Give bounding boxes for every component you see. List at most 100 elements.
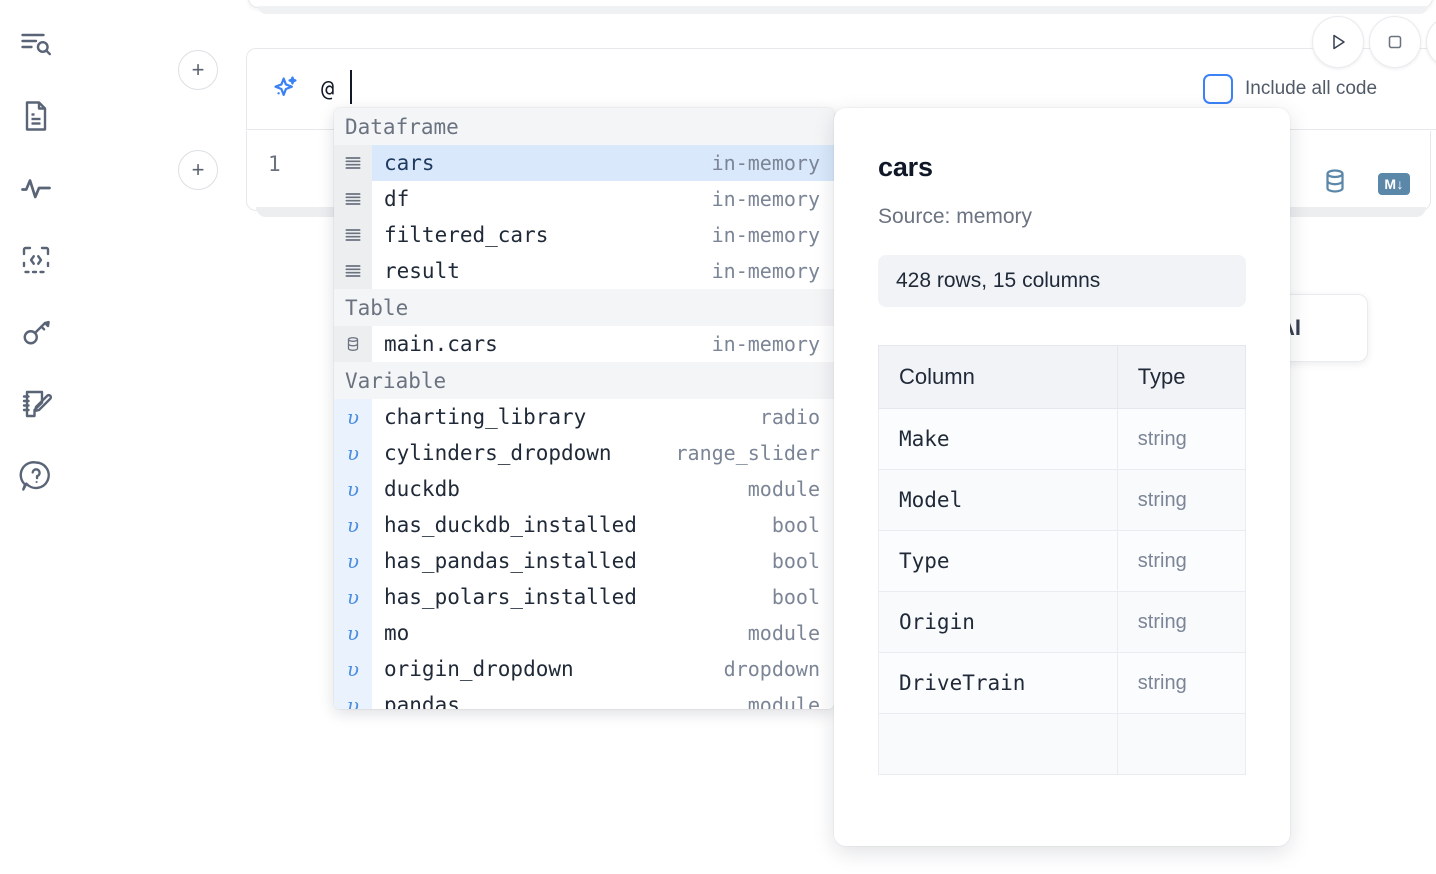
doc-column-type: string xyxy=(1116,652,1247,714)
autocomplete-item-label: duckdb xyxy=(384,477,460,501)
variable-icon: υ xyxy=(334,399,372,435)
ai-prompt-cell[interactable] xyxy=(246,48,1171,130)
autocomplete-item-label: pandas xyxy=(384,693,460,709)
autocomplete-item-label: has_polars_installed xyxy=(384,585,637,609)
variable-icon: υ xyxy=(334,651,372,687)
code-snippet-icon[interactable] xyxy=(13,234,59,286)
sparkle-icon xyxy=(269,73,301,105)
activity-pulse-icon[interactable] xyxy=(13,162,59,214)
autocomplete-item[interactable]: υ has_pandas_installed bool xyxy=(334,543,834,579)
variable-icon: υ xyxy=(334,435,372,471)
code-cell-icons: M↓ xyxy=(1320,166,1410,201)
ai-prompt-input[interactable] xyxy=(321,69,1171,109)
doc-column-type: string xyxy=(1116,469,1247,531)
autocomplete-item[interactable]: filtered_cars in-memory xyxy=(334,217,834,253)
notebook-edit-icon[interactable] xyxy=(13,378,59,430)
autocomplete-group-header: Dataframe xyxy=(334,108,834,145)
markdown-icon[interactable]: M↓ xyxy=(1378,172,1410,195)
doc-column-type: string xyxy=(1116,591,1247,653)
stop-button[interactable] xyxy=(1369,16,1421,68)
doc-source: Source: memory xyxy=(878,205,1033,228)
autocomplete-item-meta: module xyxy=(747,477,820,501)
autocomplete-group-header: Table xyxy=(334,289,834,326)
run-button[interactable] xyxy=(1312,16,1364,68)
include-all-code-toggle[interactable]: Include all code xyxy=(1203,74,1377,104)
autocomplete-item-meta: in-memory xyxy=(711,223,820,247)
include-all-code-checkbox[interactable] xyxy=(1203,74,1233,104)
doc-column-name: Origin xyxy=(878,591,1118,653)
previous-cell-shadow xyxy=(258,6,1428,14)
autocomplete-item-label: has_pandas_installed xyxy=(384,549,637,573)
autocomplete-item-meta: bool xyxy=(771,513,820,537)
autocomplete-item-label: origin_dropdown xyxy=(384,657,574,681)
autocomplete-item-label: charting_library xyxy=(384,405,587,429)
autocomplete-item-label: has_duckdb_installed xyxy=(384,513,637,537)
doc-column-name xyxy=(878,713,1118,775)
doc-column-name: Make xyxy=(878,408,1118,470)
help-chat-icon[interactable] xyxy=(13,450,59,502)
doc-column-name: Model xyxy=(878,469,1118,531)
autocomplete-item-label: df xyxy=(384,187,410,211)
autocomplete-item-meta: dropdown xyxy=(723,657,820,681)
add-cell-button-below[interactable]: + xyxy=(178,150,218,190)
autocomplete-item-label: main.cars xyxy=(384,332,498,356)
doc-th-column: Column xyxy=(878,345,1118,409)
table-db-icon xyxy=(334,326,372,362)
autocomplete-item-meta: bool xyxy=(771,549,820,573)
doc-title: cars xyxy=(878,152,933,182)
dataframe-icon xyxy=(334,217,372,253)
variable-icon: υ xyxy=(334,543,372,579)
database-icon[interactable] xyxy=(1320,166,1350,201)
autocomplete-item-label: cylinders_dropdown xyxy=(384,441,612,465)
autocomplete-item[interactable]: υ has_duckdb_installed bool xyxy=(334,507,834,543)
text-cursor xyxy=(350,70,352,104)
dataframe-icon xyxy=(334,145,372,181)
code-line-number: 1 xyxy=(268,152,281,176)
variable-icon: υ xyxy=(334,579,372,615)
autocomplete-item-label: cars xyxy=(384,151,435,175)
autocomplete-item-label: filtered_cars xyxy=(384,223,549,247)
autocomplete-item-meta: radio xyxy=(759,405,820,429)
doc-column-type xyxy=(1116,713,1247,775)
dataframe-icon xyxy=(334,181,372,217)
doc-column-type: string xyxy=(1116,530,1247,592)
doc-column-type: string xyxy=(1116,408,1247,470)
doc-table-header-row: Column Type xyxy=(878,345,1247,409)
completion-doc-panel: cars Source: memory 428 rows, 15 columns… xyxy=(834,108,1290,846)
dataframe-icon xyxy=(334,253,372,289)
autocomplete-item[interactable]: υ origin_dropdown dropdown xyxy=(334,651,834,687)
autocomplete-item[interactable]: υ charting_library radio xyxy=(334,399,834,435)
autocomplete-item-meta: bool xyxy=(771,585,820,609)
key-icon[interactable] xyxy=(13,306,59,358)
variable-icon: υ xyxy=(334,687,372,709)
doc-th-type: Type xyxy=(1116,345,1247,409)
autocomplete-item-meta: range_slider xyxy=(675,441,821,465)
left-sidebar xyxy=(0,0,72,874)
autocomplete-item[interactable]: υ has_polars_installed bool xyxy=(334,579,834,615)
autocomplete-item-meta: in-memory xyxy=(711,332,820,356)
autocomplete-item[interactable]: υ cylinders_dropdown range_slider xyxy=(334,435,834,471)
outline-search-icon[interactable] xyxy=(13,18,59,70)
doc-column-name: DriveTrain xyxy=(878,652,1118,714)
add-cell-button-above[interactable]: + xyxy=(178,50,218,90)
variable-icon: υ xyxy=(334,507,372,543)
autocomplete-item[interactable]: main.cars in-memory xyxy=(334,326,834,362)
variable-icon: υ xyxy=(334,615,372,651)
autocomplete-item-meta: in-memory xyxy=(711,259,820,283)
doc-column-name: Type xyxy=(878,530,1118,592)
variable-icon: υ xyxy=(334,471,372,507)
file-document-icon[interactable] xyxy=(13,90,59,142)
